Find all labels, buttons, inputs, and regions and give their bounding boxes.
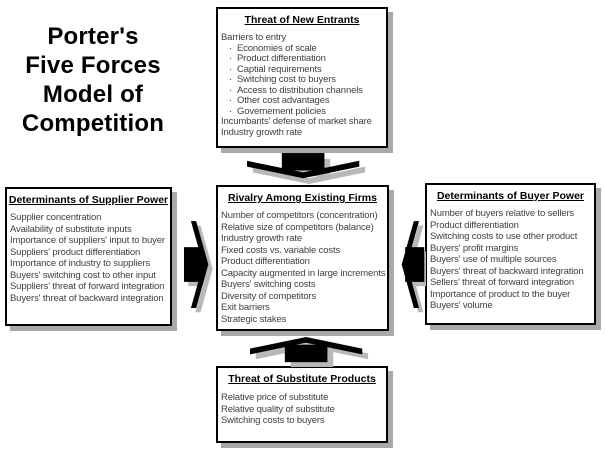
list-item: · Captial requirements: [229, 63, 322, 75]
box-determinants-of-buyer-power-title: Determinants of Buyer Power: [436, 190, 585, 202]
list-item: Industry growth rate: [221, 126, 302, 138]
list-item: Product differentiation: [430, 219, 519, 231]
box-determinants-of-supplier-power-title: Determinants of Supplier Power: [8, 194, 169, 206]
list-item: Relative quality of substitute: [221, 403, 335, 415]
list-item: · Switching cost to buyers: [229, 74, 336, 85]
list-item: · Governement policies: [229, 105, 326, 117]
list-item: Capacity augmented in large increments: [221, 267, 386, 279]
left-arrow-icon: [401, 221, 426, 313]
list-item: Importance of product to the buyer: [430, 288, 571, 300]
right-arrow-icon: [184, 221, 213, 313]
list-item: Importance of suppliers' input to buyer: [10, 235, 165, 246]
list-item: · Other cost advantages: [229, 95, 330, 106]
list-item: Incumbants' defense of market share: [221, 116, 372, 127]
list-item: Buyers' profit margins: [430, 242, 519, 254]
box-determinants-of-buyer-power: Determinants of Buyer Power Number of bu…: [425, 183, 596, 325]
box-threat-of-substitute-products-title: Threat of Substitute Products: [228, 373, 376, 385]
up-arrow-icon: [250, 336, 369, 367]
box-rivalry-among-existing-firms: Rivalry Among Existing Firms Number of c…: [216, 185, 389, 331]
list-item: Buyers' use of multiple sources: [430, 254, 557, 265]
list-item: Diversity of competitors: [221, 290, 317, 302]
list-item: Barriers to entry: [221, 32, 287, 43]
list-item: Switching costs to buyers: [221, 415, 325, 426]
list-item: Relative price of substitute: [221, 392, 329, 403]
box-rivalry-among-existing-firms-items: Number of competitors (concentration)Rel…: [218, 204, 387, 325]
list-item: · Economies of scale: [229, 42, 317, 54]
list-item: Product differentiation: [221, 256, 310, 267]
list-item: Importance of industry to suppliers: [10, 258, 150, 269]
box-threat-of-substitute-products: Threat of Substitute Products Relative p…: [216, 366, 388, 443]
list-item: Number of buyers relative to sellers: [430, 208, 575, 219]
list-item: · Access to distribution channels: [229, 84, 363, 96]
box-rivalry-among-existing-firms-title: Rivalry Among Existing Firms: [228, 192, 377, 204]
list-item: Buyers' threat of backward integration: [430, 265, 584, 277]
list-item: Suppliers' product differentiation: [10, 246, 141, 258]
list-item: Strategic stakes: [221, 313, 287, 325]
list-item: Switching costs to use other product: [430, 231, 578, 242]
list-item: Availability of substitute inputs: [10, 223, 132, 235]
list-item: Buyers' switching cost to other input: [10, 269, 156, 281]
list-item: Buyers' switching costs: [221, 279, 316, 290]
box-threat-of-new-entrants: Threat of New Entrants Barriers to entry…: [216, 7, 388, 148]
list-item: Buyers' volume: [430, 300, 493, 311]
box-threat-of-new-entrants-items: Barriers to entry· Economies of scale· P…: [218, 26, 386, 138]
list-item: Industry growth rate: [221, 233, 302, 244]
list-item: · Product differentiation: [229, 53, 326, 64]
box-determinants-of-supplier-power: Determinants of Supplier Power Supplier …: [5, 187, 172, 326]
list-item: Buyers' threat of backward integration: [10, 292, 164, 304]
list-item: Sellers' threat of forward integration: [430, 277, 574, 288]
down-arrow-icon: [247, 153, 366, 185]
list-item: Supplier concentration: [10, 212, 102, 223]
list-item: Fixed costs vs. variable costs: [221, 244, 341, 256]
list-item: Exit barriers: [221, 302, 270, 313]
diagram-title: Porter's Five Forces Model of Competitio…: [21, 23, 165, 137]
list-item: Relative size of competitors (balance): [221, 221, 374, 233]
list-item: Number of competitors (concentration): [221, 210, 378, 221]
list-item: Suppliers' threat of forward integration: [10, 281, 165, 292]
box-threat-of-new-entrants-title: Threat of New Entrants: [244, 14, 360, 26]
